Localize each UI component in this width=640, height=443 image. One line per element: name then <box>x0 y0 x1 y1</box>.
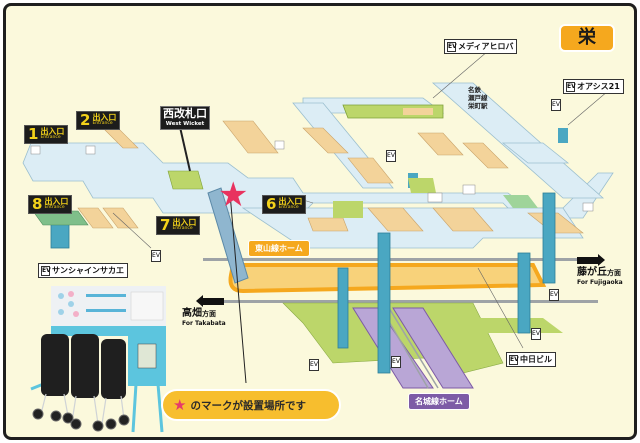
elevator-icon: EV <box>309 359 319 371</box>
entrance-label-ja: 出入口 <box>40 127 65 137</box>
connection-line2: 瀬戸線 <box>468 94 488 102</box>
building-name: サンシャインサカエ <box>52 266 124 275</box>
legend-note-text: のマークが設置場所です <box>190 399 306 412</box>
building-oasis21: EV オアシス21 <box>563 79 624 94</box>
elevator-icon: EV <box>391 356 401 368</box>
entrance-label-en: Entrance <box>172 226 193 232</box>
elevator-icon: EV <box>386 150 396 162</box>
building-sunshine-sakae: EV サンシャインサカエ <box>38 263 128 278</box>
arrow-left-icon <box>196 295 224 307</box>
elevator-icon: EV <box>41 265 51 276</box>
higashiyama-platform-label: 東山線ホーム <box>248 240 310 257</box>
direction-suffix: 方面 <box>202 310 216 318</box>
stroller-location-star-icon: ★ <box>218 175 249 215</box>
entrance-number: 1 <box>28 125 39 143</box>
entrance-label-ja: 出入口 <box>278 197 303 207</box>
building-name: メディアヒロバ <box>458 42 514 51</box>
connection-line1: 名鉄 <box>468 86 481 94</box>
entrance-number: 6 <box>266 195 277 213</box>
stroller-rental-photo <box>30 286 166 433</box>
station-floor-plan <box>22 50 614 389</box>
direction-name: 高畑 <box>182 308 202 319</box>
entrance-label-en: Entrance <box>278 205 299 211</box>
building-name: 中日ビル <box>520 355 552 364</box>
entrance-number: 8 <box>32 195 43 213</box>
direction-en: For Takabata <box>182 320 226 327</box>
connection-line3: 栄町駅 <box>468 102 488 110</box>
building-chunichi: EV 中日ビル <box>506 352 556 367</box>
elevator-icon: EV <box>551 99 561 111</box>
star-icon: ★ <box>173 395 187 414</box>
elevator-icon: EV <box>447 41 457 52</box>
direction-en: For Fujigaoka <box>577 279 623 286</box>
building-name: オアシス21 <box>577 82 620 91</box>
elevator-icon: EV <box>509 354 519 365</box>
direction-name: 藤が丘 <box>577 267 607 278</box>
west-wicket-label: 西改札口 West Wicket <box>160 106 210 130</box>
station-name-badge: 栄 <box>559 24 615 52</box>
entrance-label-ja: 出入口 <box>172 218 197 228</box>
entrance-label-en: Entrance <box>40 135 61 141</box>
entrance-label-en: Entrance <box>44 205 65 211</box>
arrow-right-icon <box>577 254 605 266</box>
wicket-label-en: West Wicket <box>165 121 205 127</box>
meitetsu-seto-connection: 名鉄 瀬戸線 栄町駅 <box>468 86 488 110</box>
entrance-label-ja: 出入口 <box>44 197 69 207</box>
direction-fujigaoka: 藤が丘方面 For Fujigaoka <box>577 254 623 287</box>
direction-suffix: 方面 <box>607 269 621 277</box>
entrance-label-en: Entrance <box>92 121 113 127</box>
legend-note: ★ のマークが設置場所です <box>161 389 341 421</box>
elevator-icon: EV <box>151 250 161 262</box>
entrance-label-ja: 出入口 <box>92 113 117 123</box>
elevator-icon: EV <box>531 328 541 340</box>
elevator-icon: EV <box>549 289 559 301</box>
direction-takabata: 高畑方面 For Takabata <box>182 295 226 328</box>
entrance-number: 7 <box>160 216 171 234</box>
entrance-number: 2 <box>80 111 91 129</box>
meijo-platform-label: 名城線ホーム <box>408 393 470 410</box>
building-media-hiroba: EV メディアヒロバ <box>444 39 518 54</box>
wicket-label-ja: 西改札口 <box>163 107 207 120</box>
elevator-icon: EV <box>566 81 576 92</box>
